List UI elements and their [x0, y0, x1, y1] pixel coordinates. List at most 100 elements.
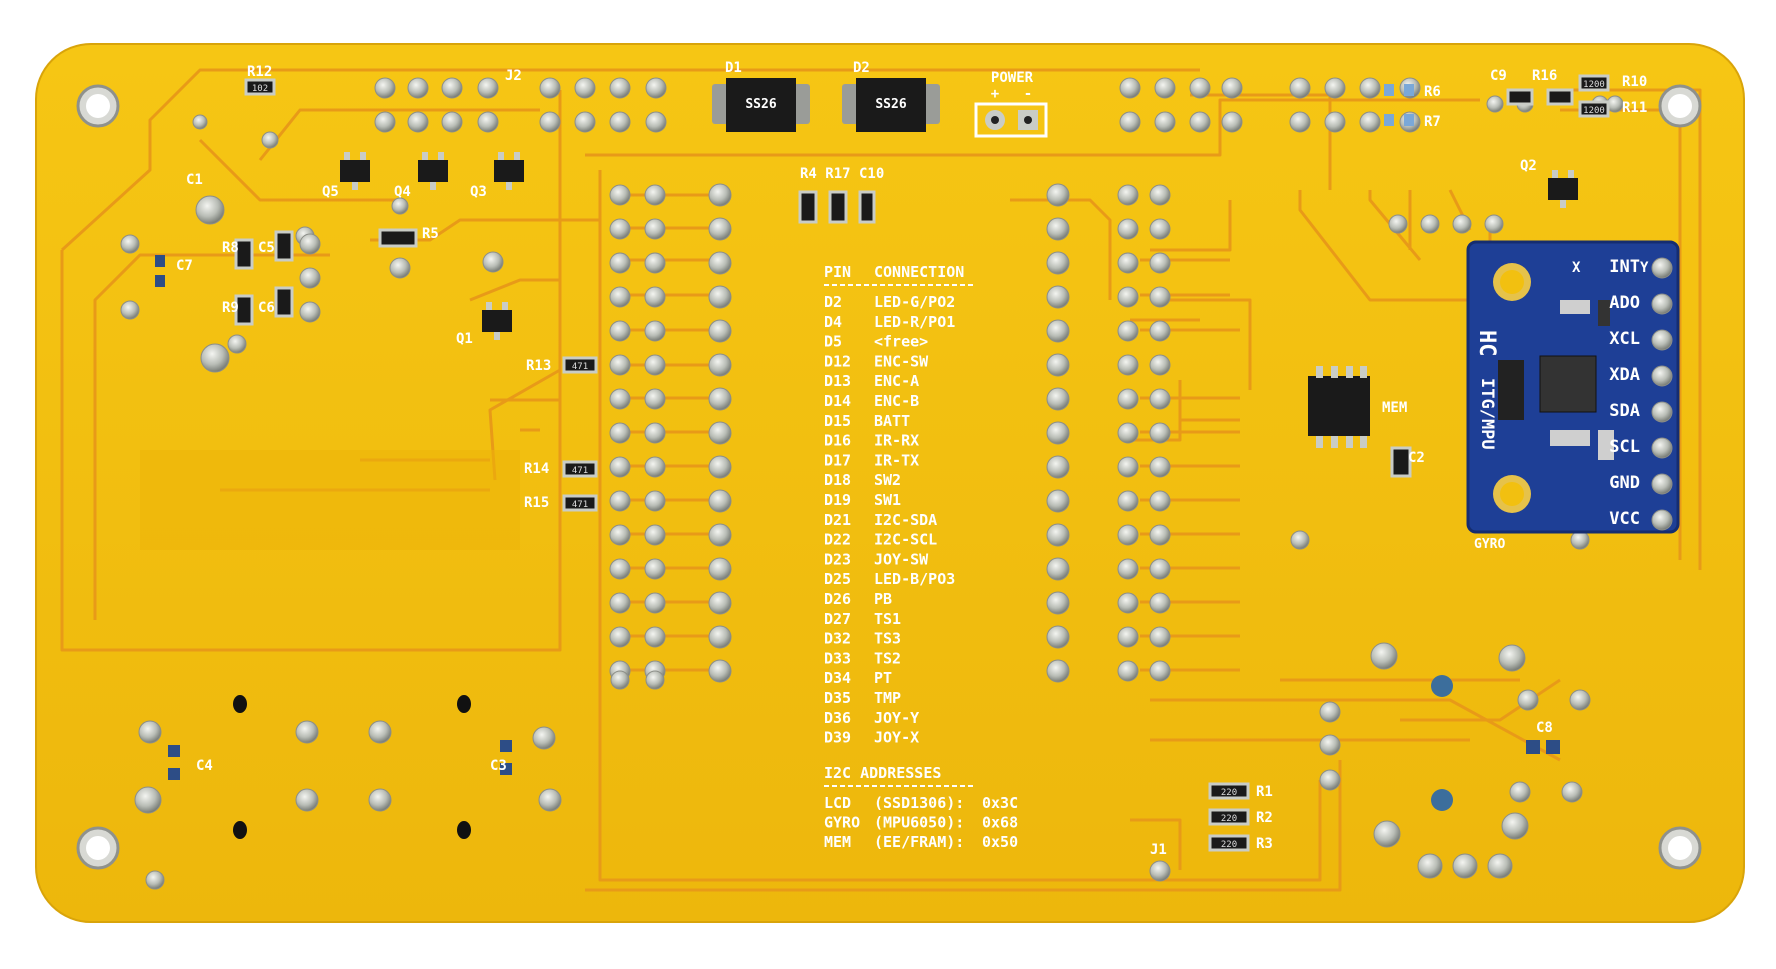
solder-pad: [477, 111, 499, 133]
right-header-pad: [1046, 319, 1070, 343]
svg-text:220: 220: [1221, 788, 1237, 798]
solder-pad: [1484, 214, 1504, 234]
solder-pad: [538, 788, 562, 812]
solder-pad: [138, 720, 162, 744]
right-header-pad: [1149, 558, 1171, 580]
pin-table-connection: PB: [874, 590, 892, 608]
left-header-pad: [644, 252, 666, 274]
r5-label: R5: [422, 226, 439, 242]
pin-table-connection: PT: [874, 669, 892, 687]
solder-pad: [195, 195, 225, 225]
pin-table-connection: I2C-SDA: [874, 511, 937, 529]
pin-table-pin: D35: [824, 689, 851, 707]
c9-label: C9: [1490, 68, 1507, 84]
power-plus-label: +: [991, 86, 999, 102]
solder-pad: [1290, 530, 1310, 550]
left-header-pad: [609, 456, 631, 478]
left-header-pads: [609, 183, 732, 690]
solder-pad: [295, 788, 319, 812]
left-header-pad: [708, 489, 732, 513]
right-header-pad: [1117, 524, 1139, 546]
transistor-q3: [494, 152, 524, 190]
r2-label: R2: [1256, 810, 1273, 826]
gyro-brand: HC: [1474, 330, 1499, 357]
power-label: POWER: [991, 70, 1034, 86]
pin-table-connection: BATT: [874, 412, 910, 430]
gyro-pin-pad: [1651, 293, 1673, 315]
left-header-pad: [644, 558, 666, 580]
left-header-pad: [708, 251, 732, 275]
pin-table-header-pin: PIN: [824, 263, 851, 281]
svg-text:220: 220: [1221, 840, 1237, 850]
solder-pad: [1319, 734, 1341, 756]
transistor-q5: [340, 152, 370, 190]
solder-pad: [482, 251, 504, 273]
gyro-pin-sda-label: SDA: [1609, 401, 1640, 421]
solder-pad: [1420, 214, 1440, 234]
resistor-r16: [1546, 88, 1574, 106]
left-header-pad: [609, 320, 631, 342]
left-header-pad: [644, 388, 666, 410]
left-header-pad: [708, 523, 732, 547]
solder-pad: [441, 77, 463, 99]
solder-pad: [374, 111, 396, 133]
right-header-pad: [1117, 184, 1139, 206]
left-header-pad: [708, 625, 732, 649]
left-header-pad: [708, 421, 732, 445]
pin-table-pin: D21: [824, 511, 851, 529]
resistor-r3: 220: [1208, 834, 1250, 852]
svg-text:1200: 1200: [1583, 80, 1605, 90]
solder-pad: [645, 111, 667, 133]
pin-table-connection: JOY-Y: [874, 709, 919, 727]
right-header-pad: [1046, 591, 1070, 615]
right-header-pad: [1046, 421, 1070, 445]
q2-label: Q2: [1520, 158, 1537, 174]
i2c-table-title: I2C ADDRESSES: [824, 764, 941, 782]
i2c-address: 0x50: [982, 833, 1018, 851]
pin-table-pin: D32: [824, 630, 851, 648]
silkscreen-labels: POWER + - J2 J1 D1 D2 R12 R5 R13 R14 R15…: [176, 60, 1647, 858]
pin-table-connection: TS1: [874, 610, 901, 628]
c8-label: C8: [1536, 720, 1553, 736]
i2c-chip: (SSD1306):: [874, 794, 964, 812]
right-header-pad: [1046, 285, 1070, 309]
left-header-pad: [708, 591, 732, 615]
solder-pad: [192, 114, 208, 130]
pin-table-pin: D5: [824, 333, 842, 351]
resistor-r14: 471: [562, 460, 598, 478]
right-header-pad: [1149, 626, 1171, 648]
solder-pad: [609, 111, 631, 133]
right-header-pads: [1046, 183, 1171, 683]
left-header-pad: [708, 353, 732, 377]
r1-label: R1: [1256, 784, 1273, 800]
left-header-pad: [644, 218, 666, 240]
capacitor-c2: [1390, 446, 1412, 478]
solder-pad: [299, 301, 321, 323]
pin-table-pin: D22: [824, 531, 851, 549]
left-header-pad: [609, 592, 631, 614]
capacitor-c5: [274, 230, 294, 262]
left-header-pad: [644, 184, 666, 206]
transistor-q2: [1548, 170, 1578, 208]
svg-text:471: 471: [572, 466, 588, 476]
gyro-pin-vcc-label: VCC: [1609, 509, 1640, 529]
right-header-pad: [1117, 456, 1139, 478]
solder-pad: [299, 267, 321, 289]
gyro-pin-pads: [1651, 257, 1673, 531]
resistor-r15: 471: [562, 494, 598, 512]
solder-pad: [1373, 820, 1401, 848]
gyro-pin-pad: [1651, 257, 1673, 279]
pin-table-connection: ENC-A: [874, 372, 919, 390]
right-header-pad: [1149, 524, 1171, 546]
svg-text:1200: 1200: [1583, 106, 1605, 116]
r16-label: R16: [1532, 68, 1557, 84]
silk-zone: [140, 450, 520, 550]
pin-table-connection: JOY-X: [874, 729, 919, 747]
q5-label: Q5: [322, 184, 339, 200]
resistor-r4: [798, 190, 818, 224]
solder-pad: [227, 334, 247, 354]
pin-table-pin: D18: [824, 471, 851, 489]
d2-marking: SS26: [875, 97, 906, 112]
